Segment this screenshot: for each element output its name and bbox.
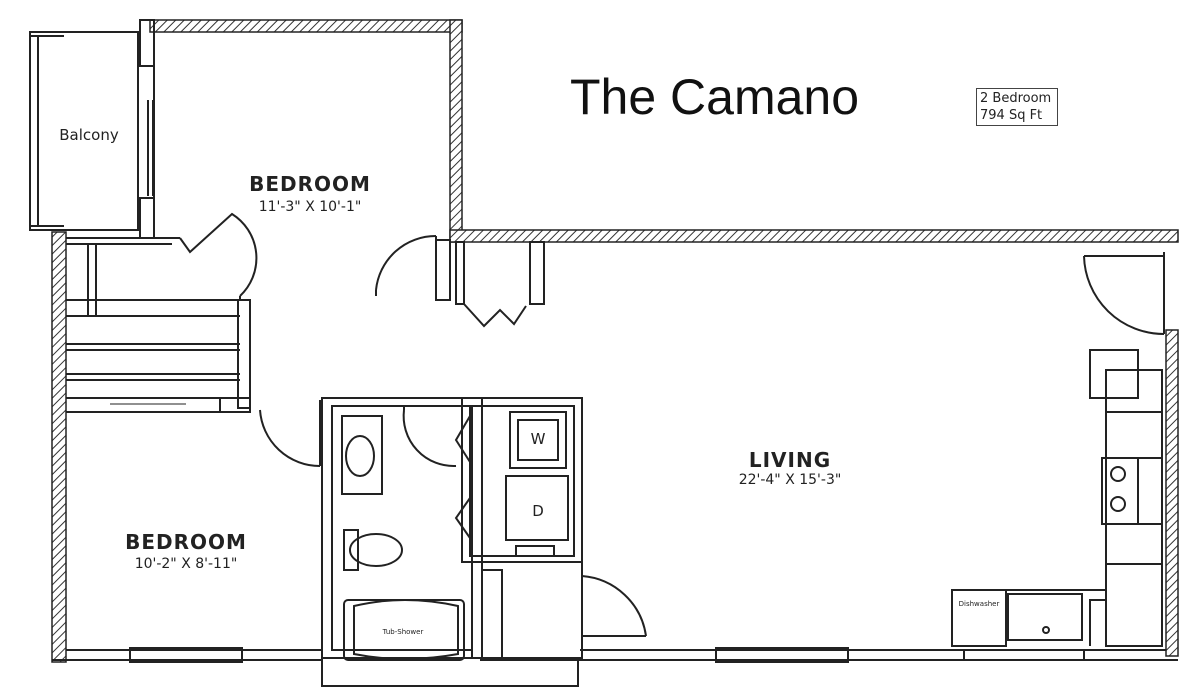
dryer-label: D bbox=[532, 502, 544, 520]
tub-label: Tub-Shower bbox=[382, 628, 424, 636]
faint-heading bbox=[585, 12, 895, 64]
living-size: 22'-4" X 15'-3" bbox=[738, 472, 842, 488]
unit-badge: 2 Bedroom 794 Sq Ft bbox=[976, 88, 1058, 126]
bedroom-top-name: BEDROOM bbox=[249, 172, 371, 196]
bedroom-top-size: 11'-3" X 10'-1" bbox=[258, 199, 362, 215]
plan-title: The Camano bbox=[570, 69, 860, 125]
dishwasher-label: Dishwasher bbox=[958, 600, 1000, 608]
bedroom-bottom-size: 10'-2" X 8'-11" bbox=[134, 556, 238, 572]
unit-type: 2 Bedroom bbox=[980, 91, 1052, 106]
exterior-walls bbox=[51, 19, 1179, 663]
balcony-label: Balcony bbox=[59, 126, 119, 144]
washer-label: W bbox=[530, 430, 546, 448]
interior-walls bbox=[29, 19, 1178, 687]
bedroom-bottom-name: BEDROOM bbox=[125, 530, 247, 554]
unit-area: 794 Sq Ft bbox=[980, 108, 1043, 123]
living-name: LIVING bbox=[748, 448, 832, 472]
